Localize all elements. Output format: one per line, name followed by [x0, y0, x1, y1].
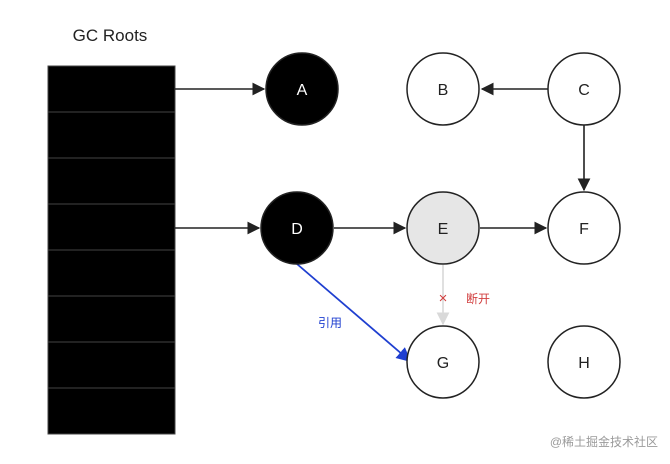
- watermark: @稀土掘金技术社区: [550, 434, 658, 449]
- node-f-label: F: [579, 221, 589, 238]
- node-b: B: [406, 52, 480, 126]
- node-f-circle: [547, 191, 621, 265]
- gc-roots-slot: [47, 111, 176, 159]
- node-g: G: [406, 325, 480, 399]
- gc-roots-slot: [47, 249, 176, 297]
- gc-roots-slot: [47, 295, 176, 343]
- node-c-circle: [547, 52, 621, 126]
- node-a: A: [265, 52, 339, 126]
- node-c-label: C: [578, 82, 590, 99]
- gc-roots-slot: [47, 341, 176, 389]
- node-b-label: B: [438, 82, 449, 99]
- node-g-label: G: [437, 355, 449, 372]
- node-e: E: [406, 191, 480, 265]
- reference-label: 引用: [318, 316, 342, 330]
- node-e-label: E: [438, 221, 449, 238]
- node-h-circle: [547, 325, 621, 399]
- broken-mark: ×: [439, 290, 448, 307]
- node-h: H: [547, 325, 621, 399]
- node-a-circle: [265, 52, 339, 126]
- node-d-circle: [260, 191, 334, 265]
- node-e-circle: [406, 191, 480, 265]
- node-d: D: [260, 191, 334, 265]
- node-d-label: D: [291, 221, 303, 238]
- edges: [175, 82, 591, 362]
- gc-roots-slot: [47, 157, 176, 205]
- node-g-circle: [406, 325, 480, 399]
- node-f: F: [547, 191, 621, 265]
- broken-label: 断开: [466, 291, 490, 306]
- gc-roots-stack: [47, 65, 176, 435]
- gc-roots-slot: [47, 387, 176, 435]
- node-h-label: H: [578, 355, 590, 372]
- gc-roots-slot: [47, 203, 176, 251]
- edge-d-to-g-reference: [296, 263, 412, 362]
- gc-roots-slot: [47, 65, 176, 113]
- gc-roots-title: GC Roots: [73, 26, 148, 45]
- node-c: C: [547, 52, 621, 126]
- node-b-circle: [406, 52, 480, 126]
- node-a-label: A: [297, 82, 308, 99]
